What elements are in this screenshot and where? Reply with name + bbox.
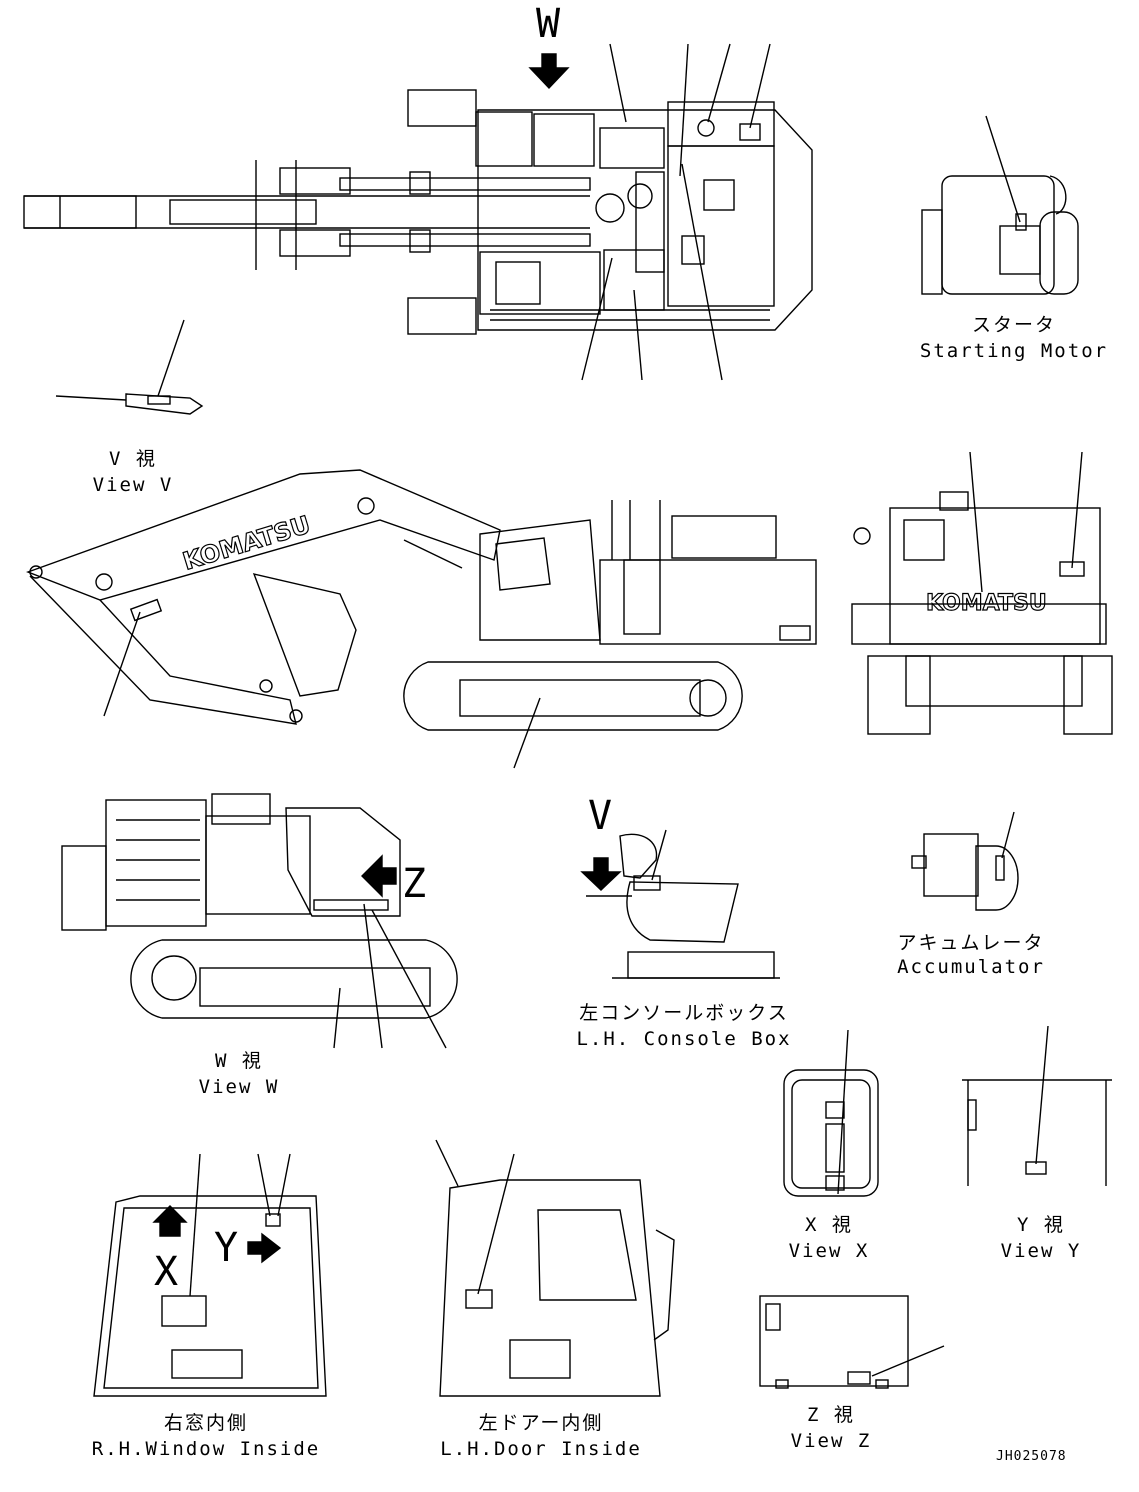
view-y-label-en: View Y — [1000, 1240, 1082, 1262]
arrow-letter-y: Y — [214, 1225, 239, 1271]
rh-window-label-en: R.H.Window Inside — [91, 1438, 321, 1460]
view-arrow-icon — [580, 857, 622, 891]
console-label-jp: 左コンソールボックス — [579, 1002, 789, 1024]
view-arrow-icon — [247, 1232, 282, 1264]
side-view-excavator — [26, 469, 817, 769]
accumulator-label-en: Accumulator — [897, 956, 1045, 978]
starter-label-jp: スタータ — [971, 314, 1057, 336]
view-x-label-jp: X 視 — [805, 1214, 853, 1236]
arrow-letter-v: V — [588, 793, 613, 839]
starter-label-en: Starting Motor — [919, 340, 1109, 362]
lh-door-label-en: L.H.Door Inside — [440, 1438, 642, 1460]
view-arrow-icon — [361, 854, 397, 898]
lh-door-inside-drawing — [435, 1139, 675, 1397]
brand-logo-boom: KOMATSU — [180, 510, 314, 575]
rear-view-excavator — [851, 451, 1113, 735]
top-view-machine — [23, 43, 813, 381]
view-v-label-en: View V — [92, 474, 174, 496]
lh-door-label-jp: 左ドアー内側 — [478, 1412, 604, 1434]
view-y-drawing — [962, 1025, 1112, 1186]
view-z-label-en: View Z — [790, 1430, 872, 1452]
view-y-label-jp: Y 視 — [1017, 1214, 1065, 1236]
starting-motor-drawing — [921, 115, 1079, 295]
view-z-label-jp: Z 視 — [807, 1404, 855, 1426]
view-v-label-jp: V 視 — [109, 448, 157, 470]
view-w-label-jp: W 視 — [215, 1050, 263, 1072]
rh-window-label-jp: 右窓内側 — [163, 1412, 249, 1434]
accumulator-label-jp: アキュムレータ — [897, 932, 1045, 954]
brand-logo-rear: KOMATSU — [926, 591, 1047, 616]
view-z-drawing — [759, 1295, 945, 1389]
accumulator-drawing — [911, 811, 1019, 911]
console-box-drawing — [586, 829, 780, 979]
view-w-label-en: View W — [198, 1076, 280, 1098]
view-x-drawing — [783, 1029, 879, 1197]
arrow-letter-z: Z — [402, 861, 427, 907]
view-x-label-en: View X — [788, 1240, 870, 1262]
rh-window-inside-drawing — [93, 1153, 327, 1397]
view-w-machine — [61, 793, 458, 1049]
view-arrow-icon — [528, 53, 570, 90]
view-v-lever — [55, 319, 204, 415]
drawing-number: JH025078 — [996, 1449, 1067, 1464]
view-arrow-icon — [152, 1205, 188, 1237]
console-label-en: L.H. Console Box — [576, 1028, 792, 1050]
arrow-letter-w: W — [536, 1, 561, 47]
arrow-letter-x: X — [154, 1249, 179, 1295]
